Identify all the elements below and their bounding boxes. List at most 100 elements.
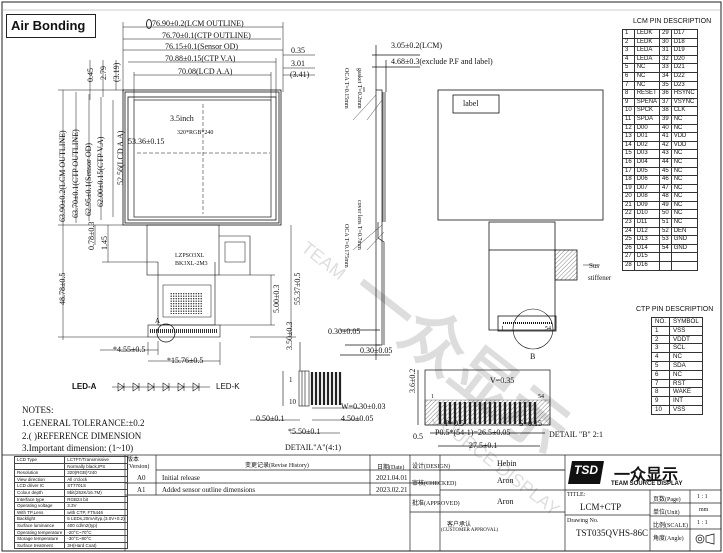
oca-label-2: OCA T=0.175mm [343, 224, 349, 268]
lcm-pin-cell: D17 [670, 29, 698, 39]
lcm-pin-cell: NC [633, 71, 661, 82]
lcm-pin-cell: 11 [622, 114, 635, 125]
dim-sensor-od-w: 76.15±0.1(Sensor OD) [165, 42, 239, 51]
dim-w030: W=0.30±0.03 [341, 402, 386, 411]
lcm-pin-cell: HSYNC [670, 89, 698, 99]
lcm-pin-cell: 50 [659, 209, 672, 220]
angle-label: 角度(Angle) [653, 536, 684, 542]
lcm-pin-cell: NC [670, 149, 698, 159]
dim-s015: S=0.15 [519, 419, 542, 428]
dim-ctp-outline-h: 63.70±0.1(CTP OUTLINE) [71, 129, 80, 218]
lcm-pin-cell: SPCK [633, 106, 661, 116]
dim-ctp-va-w: 70.88±0.15(CTP V.A) [165, 54, 236, 63]
lcm-pin-cell: D06 [633, 175, 661, 185]
title-label: TITLE: [567, 492, 586, 498]
dim-lcd-aa-w: 70.08(LCD A.A) [178, 67, 233, 76]
dim-341: (3.41) [290, 70, 310, 79]
spec-cell: Normally black,IPS [64, 462, 128, 471]
lcm-pin-cell: NC [670, 192, 698, 202]
ctp-pin-cell: 3 [650, 343, 671, 354]
detail-a-title: DETAIL"A"(4:1) [285, 443, 342, 452]
lcm-pin-cell: D02 [633, 140, 661, 151]
lcm-pin-cell: 12 [622, 123, 635, 134]
dim-045: 0.45 [86, 68, 95, 82]
title-value: LCM+CTP [580, 502, 622, 512]
dim-lcm-outline-w: 76.90±0.2(LCM OUTLINE) [146, 19, 244, 29]
dim-lcd-aa-h: 52.56(LCD A.A) [116, 130, 125, 185]
lcm-pin-cell: GND [670, 243, 698, 254]
ctp-pin-cell: 10 [650, 404, 671, 415]
lcm-pin-cell: 28 [622, 261, 635, 271]
lcm-pin-cell: D23 [670, 80, 698, 91]
lcm-pin-cell: NC [670, 123, 698, 134]
lcm-pin-cell: 3 [622, 46, 635, 56]
lcm-pin-cell: D13 [633, 235, 661, 245]
ctp-pin-cell: 1 [650, 325, 671, 336]
ctp-pin-cell: VDDT [669, 334, 703, 345]
dim-360: 3.6±0.2 [408, 368, 417, 393]
spec-cell: Storage temperature [13, 535, 66, 543]
ctp-pin-cell: 9 [650, 396, 671, 406]
lcm-pin-cell: 45 [659, 166, 672, 177]
unit-label: 单位(Unit) [653, 510, 680, 516]
lcm-pin-cell: NC [633, 80, 661, 91]
lcm-pin-cell: 31 [659, 46, 672, 56]
dim-305: 3.05±0.2(LCM) [391, 41, 443, 50]
lcm-pin-cell: NC [670, 218, 698, 228]
brand-en: TEAM SOURCE DISPLAY [611, 481, 683, 487]
lcm-pin-cell: 16 [622, 157, 635, 168]
sus-label: Sus [589, 262, 600, 270]
lcm-pin-cell: 9 [622, 97, 635, 108]
lcm-pin-cell: 32 [659, 54, 672, 65]
lcm-pin-cell: 46 [659, 175, 672, 185]
lcm-pin-cell: 30 [659, 37, 672, 48]
spec-row: Normally black,IPS [13, 462, 128, 471]
dim-pin-pitch: P0.5*(54-1)=26.5±0.05 [435, 428, 511, 437]
lcm-pin-cell: 15 [622, 149, 635, 159]
logo-text: TSD [574, 463, 598, 477]
lcm-pin-cell: 53 [659, 235, 672, 245]
lcm-pin-cell: 8 [622, 89, 635, 99]
spec-cell: 320(RGB)*240 [64, 469, 128, 477]
lcm-pin-cell: D21 [670, 63, 698, 73]
lcm-pin-cell: D14 [633, 243, 661, 254]
design-name: Hebin [497, 459, 517, 468]
note-3: 3.Important dimension: (1~10) [22, 443, 134, 453]
dim-w275: 27.5±0.1 [469, 441, 498, 450]
lcm-pin-cell: LEDK [633, 29, 661, 39]
lcm-pin-cell: 19 [622, 183, 635, 194]
lcm-pin-cell: D11 [633, 218, 661, 228]
lcm-pin-cell: 34 [659, 71, 672, 82]
detail-b-title: DETAIL "B" 2:1 [549, 430, 604, 439]
led-a-label: LED-A [72, 382, 97, 391]
dim-301: 3.01 [291, 59, 305, 68]
ctp-pin-cell: SDA [669, 360, 703, 371]
lcm-pin-cell: NC [670, 175, 698, 185]
ctp-pin-cell: NO. [650, 317, 671, 327]
page-value: 1 : 1 [697, 494, 708, 500]
detail-b-pin-54: 54 [538, 394, 544, 400]
lcm-pin-cell: 24 [622, 226, 635, 237]
rev-history-header: 变更记录(Revise History) [245, 463, 309, 469]
lcm-pin-cell: 40 [659, 123, 672, 134]
screen-resolution: 320*RGB*240 [177, 130, 214, 136]
ctp-pin-cell: RST [669, 378, 703, 389]
lcm-pin-cell: 14 [622, 140, 635, 151]
